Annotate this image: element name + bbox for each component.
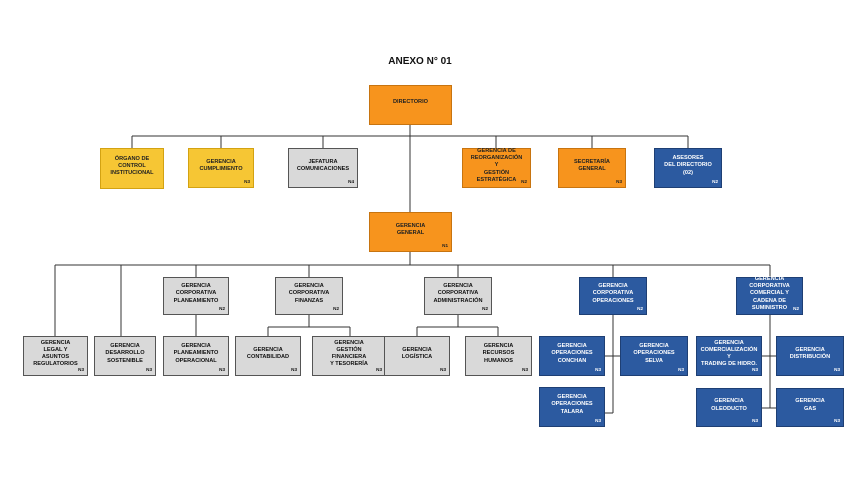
level-badge: N3 [78,367,84,373]
level-badge: N2 [712,179,718,185]
box-gerencia-general: GERENCIA GENERAL N1 [369,212,452,252]
box-label: GERENCIA OPERACIONES SELVA [633,343,675,364]
box-gc-administracion: GERENCIA CORPORATIVA ADMINISTRACIÓN N2 [424,277,492,315]
box-label: GERENCIA CORPORATIVA COMERCIAL Y CADENA … [749,276,790,311]
box-label: SECRETARÍA GENERAL [574,158,610,172]
level-badge: N4 [348,179,354,185]
box-gerencia-cumplimiento: GERENCIA CUMPLIMIENTO N3 [188,148,254,188]
page-title: ANEXO N° 01 [388,56,452,67]
box-gerencia-reorganizacion: GERENCIA DE REORGANIZACIÓN Y GESTIÓN EST… [462,148,531,188]
level-badge: N3 [376,367,382,373]
level-badge: N2 [219,306,225,312]
box-label: JEFATURA COMUNICACIONES [296,158,350,172]
box-g-op-selva: GERENCIA OPERACIONES SELVA N3 [620,336,688,376]
box-gc-planeamiento: GERENCIA CORPORATIVA PLANEAMIENTO N2 [163,277,229,315]
level-badge: N3 [522,367,528,373]
level-badge: N3 [752,367,758,373]
box-label: GERENCIA PLANEAMIENTO OPERACIONAL [173,343,219,364]
box-g-gestion-financiera: GERENCIA GESTIÓN FINANCIERA Y TESORERÍA … [312,336,386,376]
box-gc-finanzas: GERENCIA CORPORATIVA FINANZAS N2 [275,277,343,315]
level-badge: N3 [616,179,622,185]
level-badge: N3 [595,367,601,373]
box-label: GERENCIA RECURSOS HUMANOS [482,343,515,364]
box-label: GERENCIA COMERCIALIZACIÓN Y TRADING DE H… [700,339,758,368]
box-g-distribucion: GERENCIA DISTRIBUCIÓN N3 [776,336,844,376]
box-label: GERENCIA CORPORATIVA FINANZAS [288,283,330,304]
box-g-desarrollo: GERENCIA DESARROLLO SOSTENIBLE N3 [94,336,156,376]
box-gc-comercial: GERENCIA CORPORATIVA COMERCIAL Y CADENA … [736,276,803,315]
box-g-logistica: GERENCIA LOGÍSTICA N3 [384,336,450,376]
box-label: GERENCIA GAS [795,398,825,412]
box-secretaria-general: SECRETARÍA GENERAL N3 [558,148,626,188]
box-g-planeamiento-operacional: GERENCIA PLANEAMIENTO OPERACIONAL N3 [163,336,229,376]
box-label: GERENCIA GENERAL [395,222,426,236]
box-g-gas: GERENCIA GAS N3 [776,388,844,427]
box-label: GERENCIA CORPORATIVA OPERACIONES [592,283,634,304]
level-badge: N2 [333,306,339,312]
box-label: GERENCIA OPERACIONES TALARA [551,394,593,415]
box-label: GERENCIA OPERACIONES CONCHAN [551,343,593,364]
box-label: GERENCIA LOGÍSTICA [401,346,433,360]
box-label: ASESORES DEL DIRECTORIO (02) [664,155,712,176]
box-label: GERENCIA OLEODUCTO [711,398,747,412]
level-badge: N3 [595,418,601,424]
box-asesores-directorio: ASESORES DEL DIRECTORIO (02) N2 [654,148,722,188]
level-badge: N3 [244,179,250,185]
box-g-op-talara: GERENCIA OPERACIONES TALARA N3 [539,387,605,427]
box-label: GERENCIA DE REORGANIZACIÓN Y GESTIÓN EST… [470,148,523,183]
box-jefatura-comunicaciones: JEFATURA COMUNICACIONES N4 [288,148,358,188]
level-badge: N3 [678,367,684,373]
level-badge: N1 [442,243,448,249]
box-gc-operaciones: GERENCIA CORPORATIVA OPERACIONES N2 [579,277,647,315]
box-g-op-conchan: GERENCIA OPERACIONES CONCHAN N3 [539,336,605,376]
level-badge: N2 [793,306,799,312]
box-label: GERENCIA CORPORATIVA ADMINISTRACIÓN [433,283,483,304]
level-badge: N3 [834,367,840,373]
box-g-comercializacion: GERENCIA COMERCIALIZACIÓN Y TRADING DE H… [696,336,762,376]
box-label: GERENCIA LEGAL Y ASUNTOS REGULATORIOS [33,339,78,368]
box-g-legal: GERENCIA LEGAL Y ASUNTOS REGULATORIOS N3 [23,336,88,376]
box-label: GERENCIA CUMPLIMIENTO [199,158,243,172]
box-g-contabilidad: GERENCIA CONTABILIDAD N3 [235,336,301,376]
box-directorio: DIRECTORIO [369,85,452,125]
level-badge: N3 [146,367,152,373]
box-g-recursos-humanos: GERENCIA RECURSOS HUMANOS N3 [465,336,532,376]
level-badge: N3 [834,418,840,424]
level-badge: N2 [521,179,527,185]
box-label: GERENCIA CORPORATIVA PLANEAMIENTO [173,283,219,304]
box-organo-control: ÓRGANO DE CONTROL INSTITUCIONAL [100,148,164,189]
level-badge: N2 [482,306,488,312]
box-label: GERENCIA CONTABILIDAD [246,346,290,360]
box-label: GERENCIA DISTRIBUCIÓN [789,346,831,360]
level-badge: N2 [637,306,643,312]
box-label: ÓRGANO DE CONTROL INSTITUCIONAL [110,155,154,177]
box-label: GERENCIA GESTIÓN FINANCIERA Y TESORERÍA [330,339,368,368]
level-badge: N3 [752,418,758,424]
level-badge: N3 [291,367,297,373]
level-badge: N3 [219,367,225,373]
box-g-oleoducto: GERENCIA OLEODUCTO N3 [696,388,762,427]
box-label: GERENCIA DESARROLLO SOSTENIBLE [105,343,145,364]
level-badge: N3 [440,367,446,373]
box-label: DIRECTORIO [392,99,428,106]
